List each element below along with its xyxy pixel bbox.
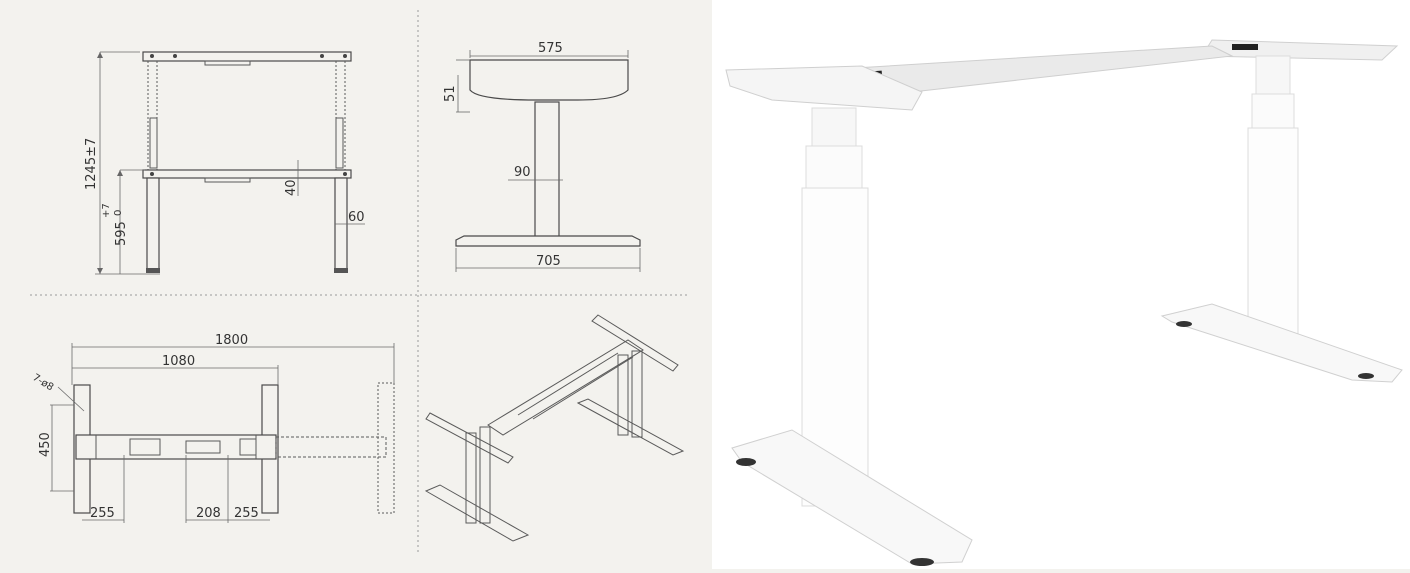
dim-column-width: 90 xyxy=(514,165,531,180)
dim-depth: 450 xyxy=(38,432,53,457)
product-photo xyxy=(712,0,1410,569)
dim-foot-width: 60 xyxy=(348,210,365,225)
dim-top-thickness: 51 xyxy=(443,85,458,102)
end-view-labels: 575 51 90 705 xyxy=(443,41,563,269)
plan-view-labels: 1800 1080 7-ø8 450 255 208 255 xyxy=(30,333,259,521)
dim-hole-spec: 7-ø8 xyxy=(30,372,55,393)
standing-desk-frame-render xyxy=(725,39,1403,566)
side-view-labels: 1245±7 595 +7 0 40 60 xyxy=(84,138,365,246)
dim-spacing-b: 255 xyxy=(234,506,259,521)
dim-total-height: 1245±7 xyxy=(84,138,99,190)
dim-min-height: 595 xyxy=(114,221,129,246)
dim-min-height-upper-tolerance: +7 xyxy=(101,203,112,218)
plan-view-drawing xyxy=(50,343,395,523)
dim-offset-left: 255 xyxy=(90,506,115,521)
dim-foot-length: 705 xyxy=(536,254,561,269)
dim-top-width: 575 xyxy=(538,41,563,56)
end-view-drawing xyxy=(455,50,641,272)
grid-separators xyxy=(30,10,688,555)
dim-crossbar-height: 40 xyxy=(284,179,299,196)
dim-spacing-a: 208 xyxy=(196,506,221,521)
dim-min-length: 1080 xyxy=(162,354,195,369)
isometric-drawing xyxy=(424,314,685,542)
dim-max-length: 1800 xyxy=(215,333,248,348)
side-view-drawing xyxy=(95,51,365,275)
dim-min-height-lower-tolerance: 0 xyxy=(113,210,124,216)
